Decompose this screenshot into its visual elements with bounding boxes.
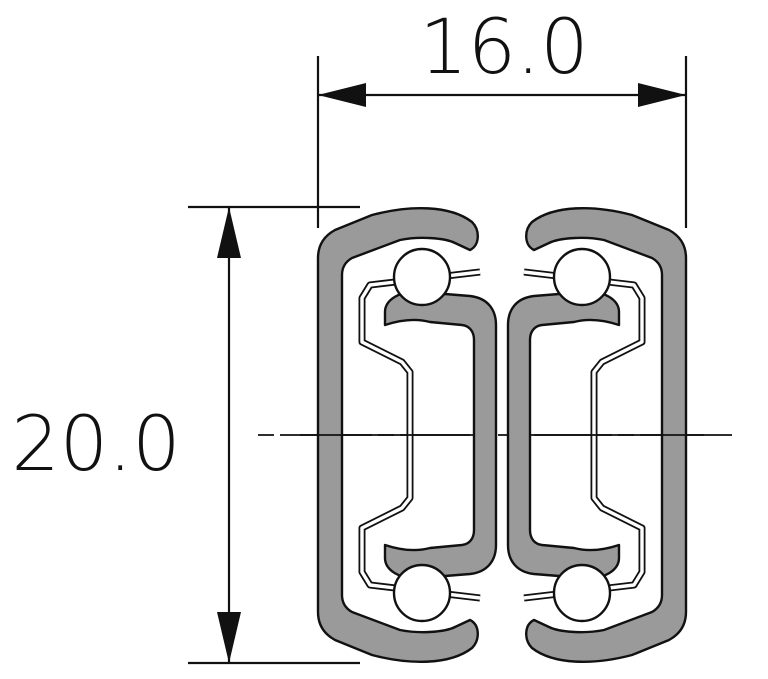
ball-bottom-right <box>552 563 612 623</box>
ball-top-left <box>392 247 452 307</box>
ball-top-right <box>552 247 612 307</box>
inner-member-right <box>506 290 621 580</box>
height-dimension <box>188 205 360 665</box>
inner-member-left <box>383 290 498 580</box>
ball-bottom-left <box>392 563 452 623</box>
height-dimension-label: 20.0 <box>11 399 180 488</box>
width-dimension-label: 16.0 <box>419 2 588 91</box>
outer-rail-right <box>525 207 688 663</box>
width-arrow-right <box>638 83 686 107</box>
outer-rail-left <box>316 207 479 663</box>
height-arrow-top <box>217 207 241 258</box>
width-arrow-left <box>318 83 366 107</box>
width-dimension <box>316 56 688 228</box>
height-arrow-bottom <box>217 612 241 663</box>
